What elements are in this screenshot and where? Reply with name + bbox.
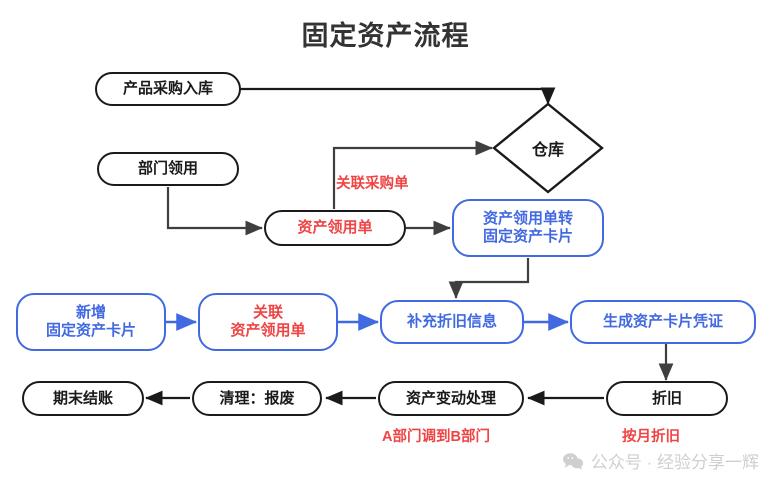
page-title: 固定资产流程	[301, 21, 470, 51]
node-depreciation[interactable]: 折旧	[606, 381, 728, 416]
node-dept-requisition[interactable]: 部门领用	[97, 152, 239, 186]
edge-label-dept-a-to-dept-b: A部门调到B部门	[382, 429, 490, 445]
node-asset-change-handling[interactable]: 资产变动处理	[378, 381, 524, 416]
node-add-fixed-asset-card[interactable]: 新增 固定资产卡片	[16, 293, 166, 351]
node-asset-requisition-form[interactable]: 资产领用单	[264, 210, 406, 246]
edge-label-monthly-depreciation: 按月折旧	[622, 429, 680, 445]
node-warehouse-label: 仓库	[531, 142, 564, 159]
node-warehouse[interactable]: 仓库	[492, 102, 604, 194]
node-generate-card-voucher[interactable]: 生成资产卡片凭证	[570, 300, 756, 344]
node-period-end-closing[interactable]: 期末结账	[22, 381, 144, 416]
node-purchase-inbound[interactable]: 产品采购入库	[95, 72, 241, 106]
node-requisition-to-card[interactable]: 资产领用单转 固定资产卡片	[452, 199, 604, 257]
node-link-asset-requisition[interactable]: 关联 资产领用单	[198, 293, 338, 351]
edge-card-to-depreciation-info	[448, 258, 530, 299]
watermark-text: 公众号 · 经验分享一辉	[590, 453, 759, 472]
edge-dept-to-requisition	[166, 187, 263, 236]
edge-label-link-purchase-order: 关联采购单	[336, 176, 409, 192]
watermark: 公众号 · 经验分享一辉	[562, 448, 759, 473]
wechat-icon	[562, 452, 584, 470]
node-disposal-scrap[interactable]: 清理：报废	[192, 381, 322, 416]
edge-purchase-to-warehouse	[240, 87, 556, 105]
diamond-shape	[492, 102, 604, 194]
node-supplement-depreciation-info[interactable]: 补充折旧信息	[380, 300, 524, 344]
edge-requisition-to-warehouse	[332, 140, 493, 209]
